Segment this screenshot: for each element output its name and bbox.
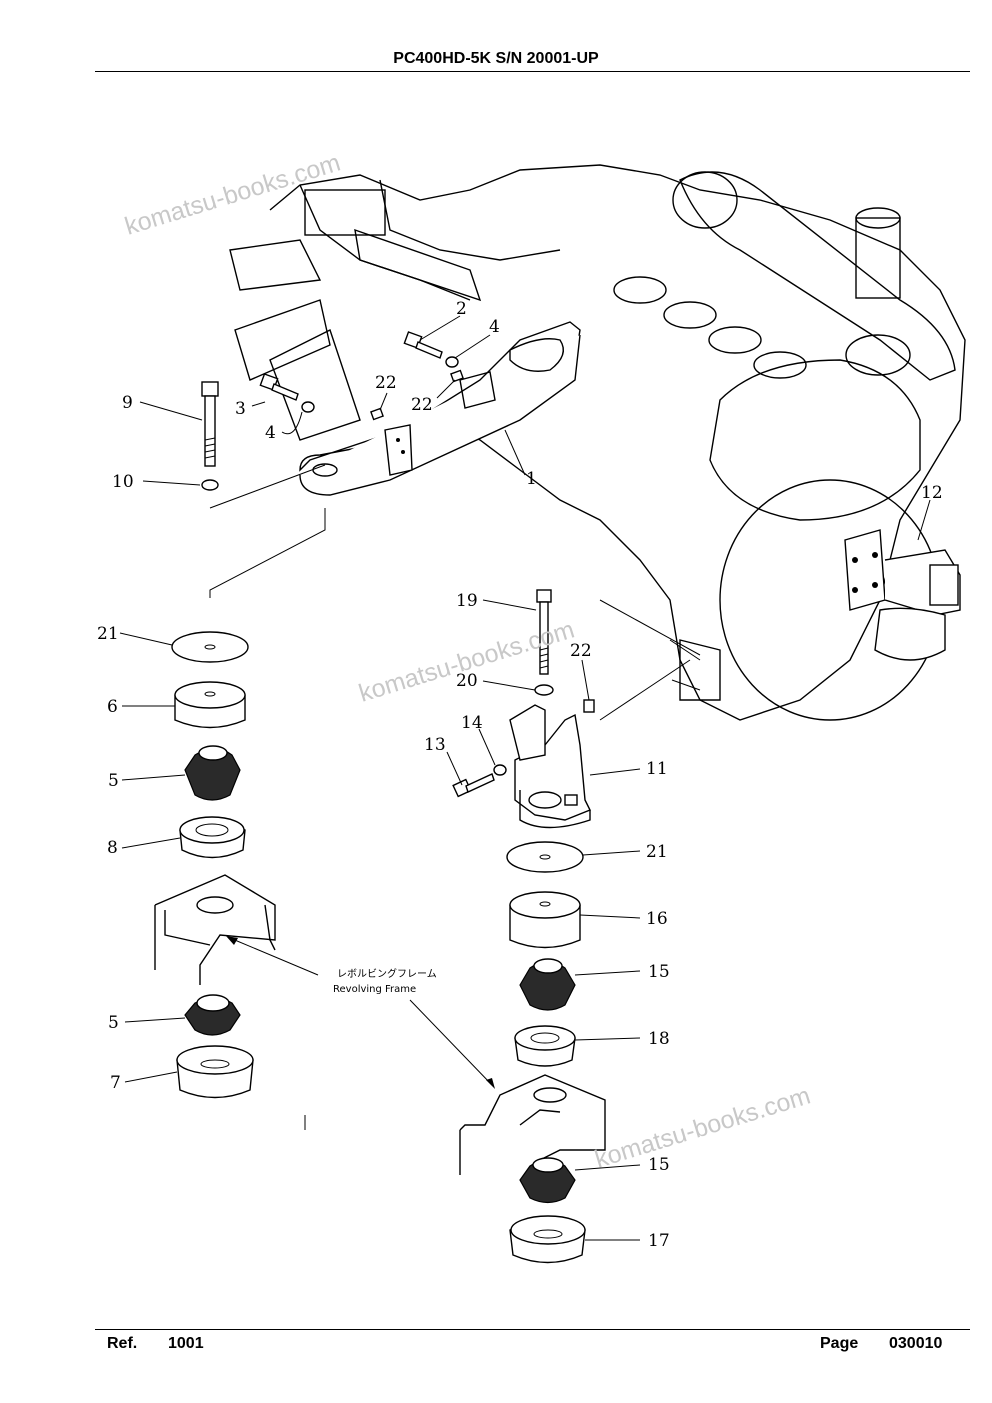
watermark-3: komatsu-books.com xyxy=(592,1082,814,1174)
ref-value: 1001 xyxy=(168,1335,204,1352)
callout-8: 8 xyxy=(107,838,118,858)
revolving-frame-left xyxy=(154,874,276,985)
pin-22a xyxy=(370,407,384,421)
mount-5a xyxy=(184,745,241,801)
callout-14: 14 xyxy=(461,713,483,733)
callout-10: 10 xyxy=(112,472,134,492)
mount-15a xyxy=(519,958,576,1011)
bolt-2 xyxy=(403,331,443,359)
washer-17 xyxy=(509,1215,586,1264)
cushion-16 xyxy=(509,891,581,949)
callout-15a: 15 xyxy=(648,962,670,982)
page-value: 030010 xyxy=(889,1335,943,1352)
callout-4b: 4 xyxy=(265,423,276,443)
callout-5a: 5 xyxy=(108,771,119,791)
washer-10 xyxy=(201,479,219,491)
rear-bracket-guide xyxy=(599,599,701,721)
flange-12 xyxy=(844,529,961,661)
rear-bracket-11 xyxy=(509,704,591,829)
washer-8 xyxy=(179,816,246,859)
frame-label-japanese: レボルビングフレーム xyxy=(337,967,437,980)
front-bracket-1 xyxy=(299,321,581,496)
callout-2: 2 xyxy=(456,299,467,319)
pin-22c xyxy=(583,699,595,713)
callout-22c: 22 xyxy=(570,641,592,661)
callout-20: 20 xyxy=(456,671,478,691)
callout-13: 13 xyxy=(424,735,446,755)
callout-17: 17 xyxy=(648,1231,670,1251)
pin-22b xyxy=(450,369,464,383)
callout-21a: 21 xyxy=(97,624,119,644)
callout-6: 6 xyxy=(107,697,118,717)
engine-assembly xyxy=(229,164,966,721)
plate-21b xyxy=(506,841,584,873)
callout-4a: 4 xyxy=(489,317,500,337)
washer-7 xyxy=(176,1045,254,1099)
callout-labels: 1 2 3 4 4 5 5 6 7 8 9 10 11 12 13 14 15 … xyxy=(97,299,943,1251)
washer-18 xyxy=(514,1025,576,1067)
callout-7: 7 xyxy=(110,1073,121,1093)
callout-5b: 5 xyxy=(108,1013,119,1033)
page-title: PC400HD-5K S/N 20001-UP xyxy=(393,50,599,67)
cushion-6 xyxy=(174,681,246,729)
callout-18: 18 xyxy=(648,1029,670,1049)
header-rule xyxy=(95,71,970,72)
leader-lines xyxy=(119,315,931,1241)
callout-21b: 21 xyxy=(646,842,668,862)
washer-4b xyxy=(301,401,315,413)
callout-16: 16 xyxy=(646,909,668,929)
callout-9: 9 xyxy=(122,393,133,413)
callout-22a: 22 xyxy=(375,373,397,393)
frame-label-english: Revolving Frame xyxy=(333,984,416,995)
bolt-9 xyxy=(201,381,219,467)
callout-22b: 22 xyxy=(411,395,433,415)
revolving-frame-right xyxy=(459,1074,606,1175)
page-label: Page xyxy=(820,1335,859,1352)
mount-5b xyxy=(184,994,241,1036)
plate-21a xyxy=(171,631,249,663)
watermark-1: komatsu-books.com xyxy=(122,149,344,241)
callout-1: 1 xyxy=(526,469,537,489)
callout-19: 19 xyxy=(456,591,478,611)
mount-15b xyxy=(519,1157,576,1204)
bolt-13 xyxy=(452,773,495,798)
bolt-3 xyxy=(259,373,299,401)
washer-14 xyxy=(493,764,507,776)
callout-3: 3 xyxy=(235,399,246,419)
callout-15b: 15 xyxy=(648,1155,670,1175)
callout-12: 12 xyxy=(921,483,943,503)
ref-label: Ref. xyxy=(107,1335,138,1352)
washer-4a xyxy=(445,356,459,368)
footer-rule xyxy=(95,1329,970,1330)
bolt-19 xyxy=(536,589,552,675)
washer-20 xyxy=(534,684,554,696)
callout-11: 11 xyxy=(646,759,668,779)
